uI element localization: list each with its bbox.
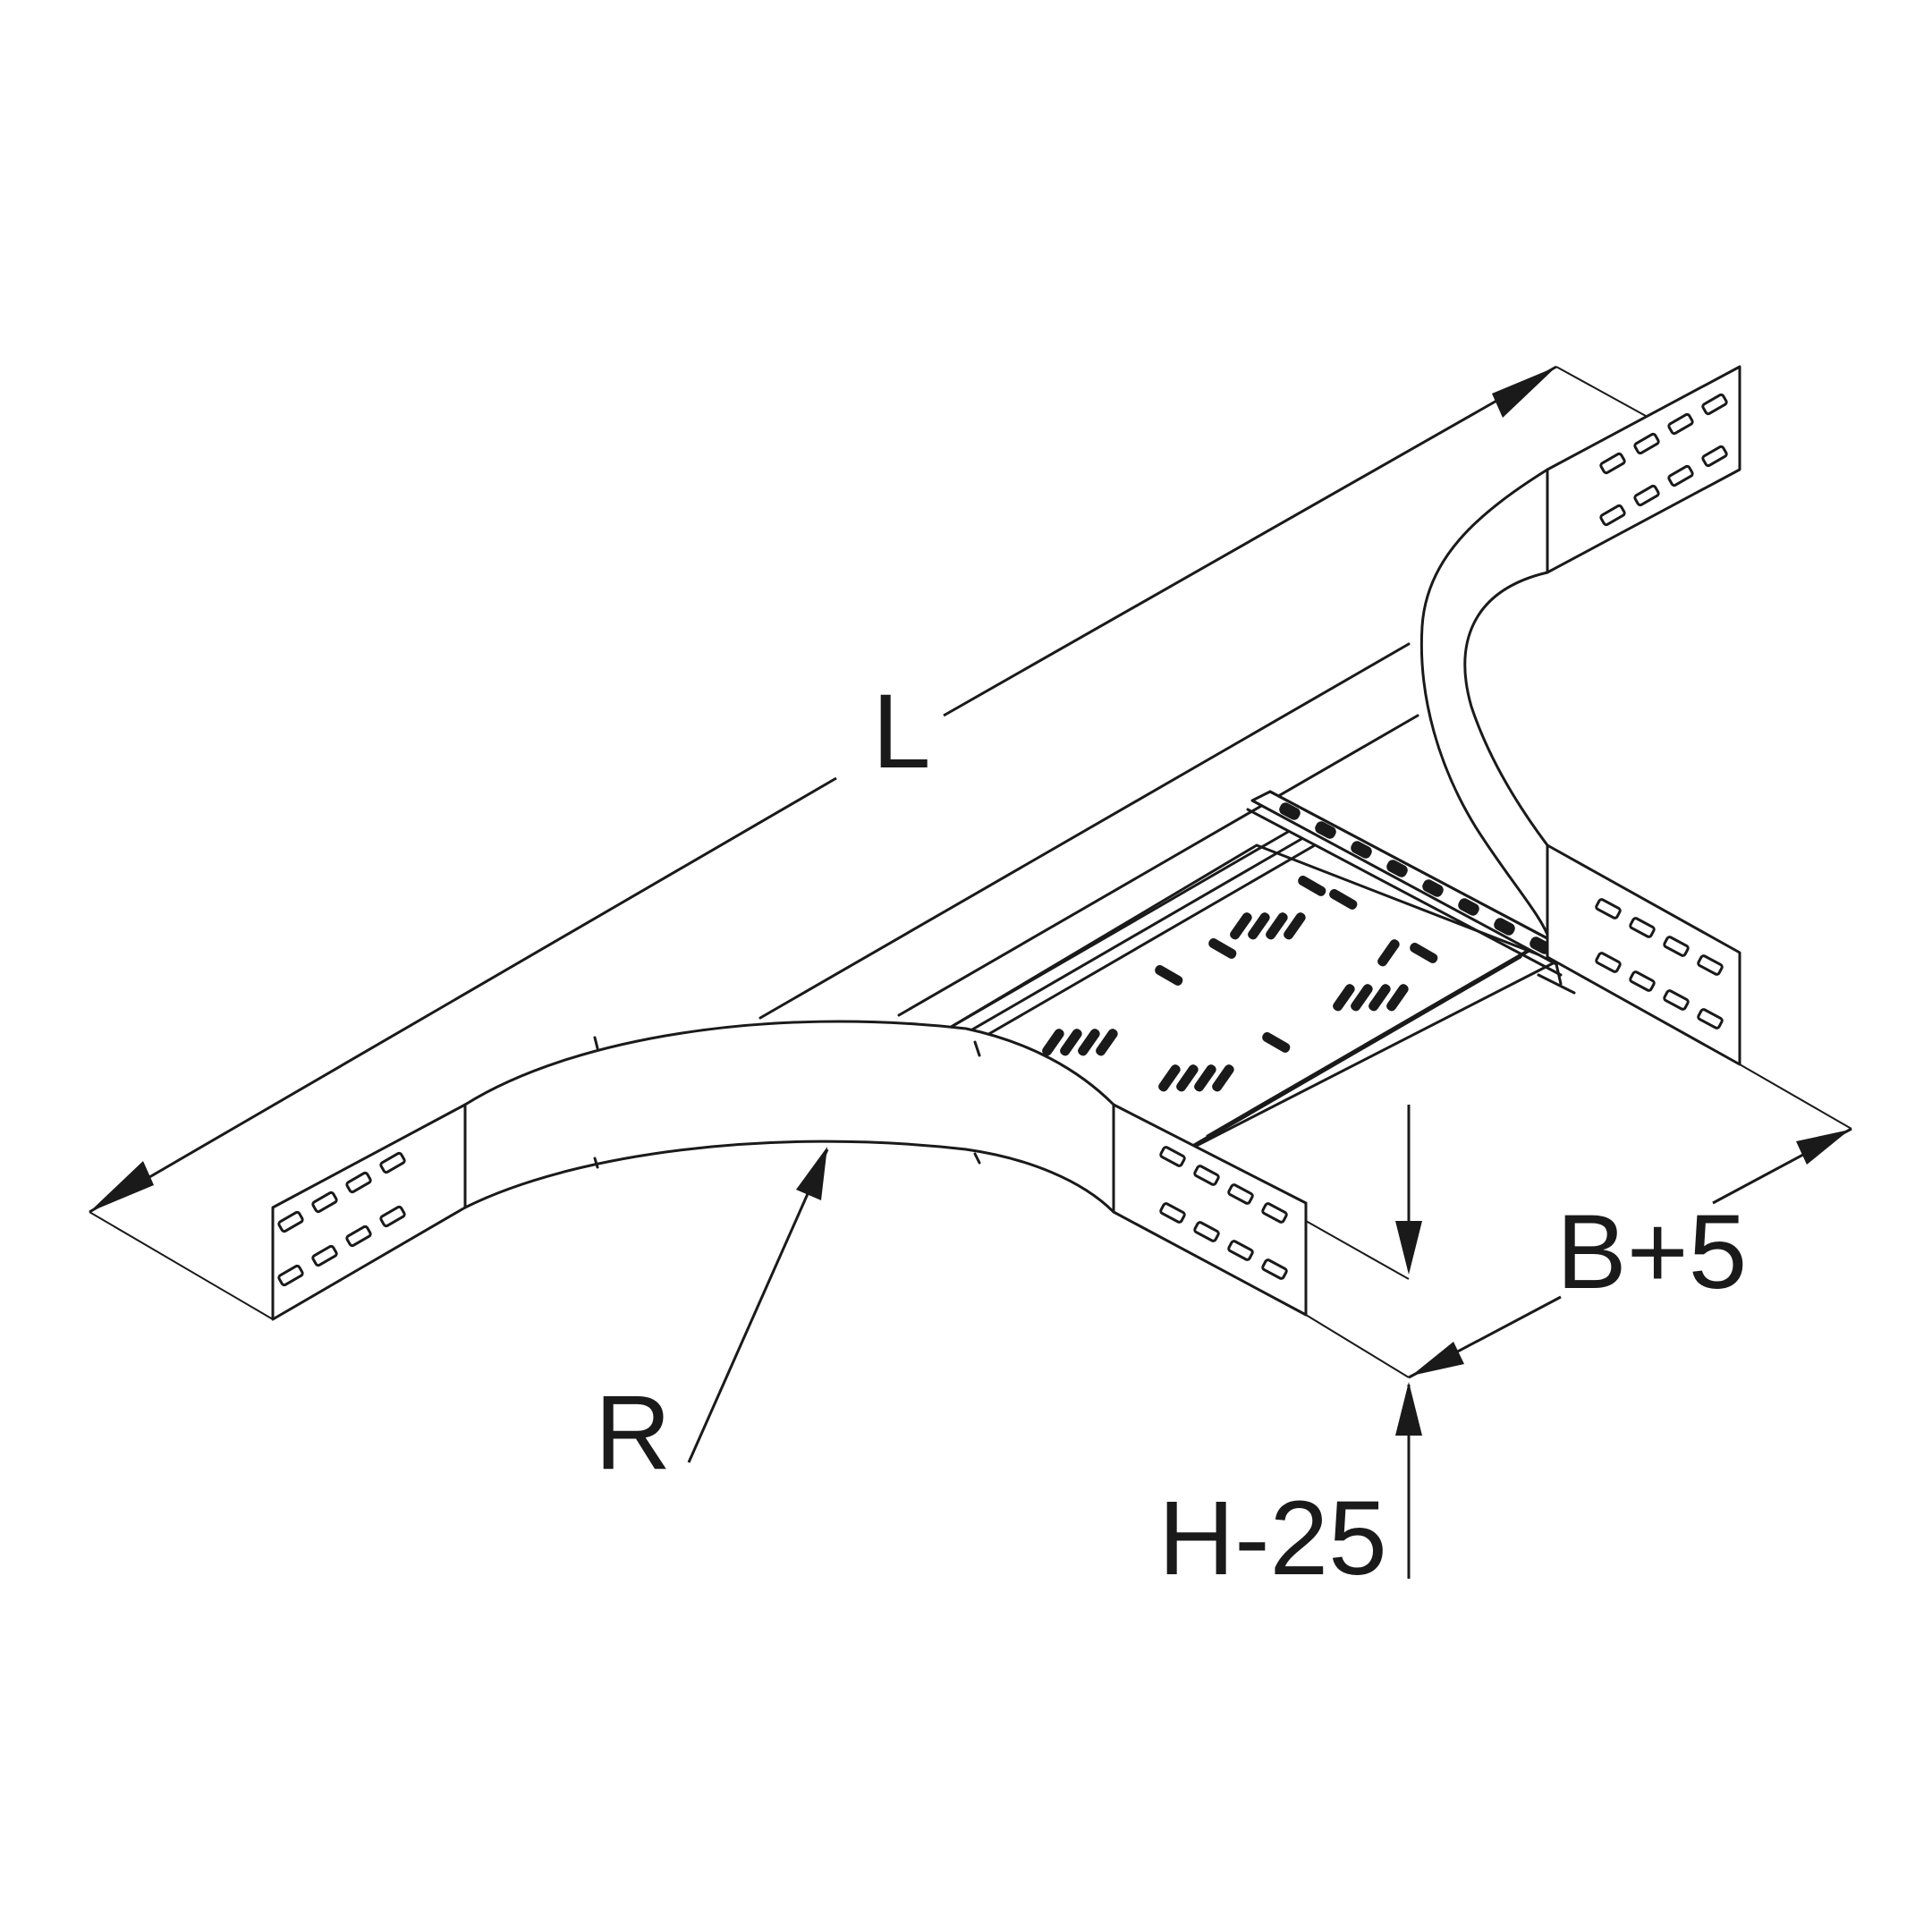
back-right-upper-plate	[1546, 365, 1741, 574]
width-arrowhead-left	[1411, 1342, 1464, 1376]
end-rail-slots	[1279, 802, 1551, 954]
length-dim-line-upper	[943, 365, 1557, 717]
back-curved-side	[1419, 468, 1549, 936]
front-right-plate-slots	[1159, 1146, 1288, 1280]
back-right-upper-plate-slots	[1599, 393, 1728, 527]
height-extension-top	[1305, 1220, 1410, 1280]
radius-dimension	[687, 1147, 829, 1463]
length-dimension	[89, 365, 1647, 1320]
height-arrowhead-up	[1395, 1382, 1422, 1436]
height-dimension	[1305, 1105, 1422, 1579]
length-extension-right	[1555, 366, 1647, 417]
branch-tray-bottom	[946, 830, 1558, 1156]
left-end-side-plate	[271, 1103, 467, 1321]
length-arrowhead-left	[89, 1161, 154, 1212]
back-right-lower-plate-slots	[1595, 898, 1724, 1030]
width-dimension	[1408, 1063, 1852, 1379]
bottom-perforations	[1042, 876, 1438, 1092]
width-extension-right	[1739, 1063, 1852, 1130]
length-label: L	[872, 673, 931, 791]
front-curved-side	[463, 1020, 1115, 1214]
length-dim-line-lower	[89, 776, 837, 1214]
radius-label: R	[595, 1374, 671, 1492]
length-extension-left	[89, 1211, 274, 1320]
width-label: B+5	[1556, 1193, 1747, 1311]
width-arrowhead-right	[1796, 1130, 1850, 1165]
main-run-back-edge	[758, 642, 1419, 1020]
left-plate-slots	[277, 1151, 406, 1287]
height-extension-bottom	[1305, 1314, 1410, 1378]
height-label: H-25	[1158, 1479, 1387, 1597]
radius-arrowhead	[796, 1147, 827, 1200]
radius-leader-line	[687, 1148, 829, 1463]
back-right-lower-plate	[1546, 843, 1741, 1066]
height-arrowhead-down	[1395, 1221, 1422, 1275]
length-arrowhead-right	[1492, 367, 1556, 418]
